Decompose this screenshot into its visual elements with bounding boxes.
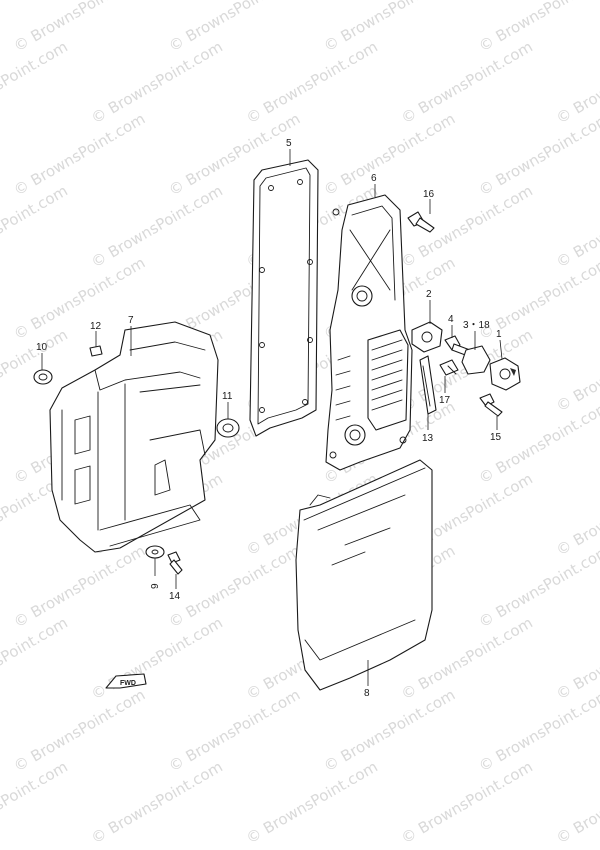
watermark-text: © BrownsPoint.com <box>0 182 71 272</box>
watermark-text: © BrownsPoint.com <box>0 758 71 848</box>
watermark-text: © BrownsPoint.com <box>398 182 536 272</box>
clip-part-13[interactable] <box>419 355 437 415</box>
watermark-text: © BrownsPoint.com <box>11 542 149 632</box>
callout-9: 9 <box>150 583 161 589</box>
watermark-text: © BrownsPoint.com <box>476 542 600 632</box>
bolt-part-17[interactable] <box>439 359 459 376</box>
callout-2: 2 <box>426 289 432 300</box>
screw-part-14[interactable] <box>167 551 183 575</box>
watermark-text: © BrownsPoint.com <box>476 110 600 200</box>
callout-4: 4 <box>448 314 454 325</box>
watermark-text: © BrownsPoint.com <box>553 470 600 560</box>
bolt-part-15[interactable] <box>479 393 503 417</box>
watermark-text: © BrownsPoint.com <box>88 182 226 272</box>
watermark-text: © BrownsPoint.com <box>11 686 149 776</box>
callout-16: 16 <box>423 189 435 200</box>
forward-arrow-icon: FWD <box>105 673 147 689</box>
watermark-text: © BrownsPoint.com <box>398 758 536 848</box>
washer-part-9[interactable] <box>145 545 165 559</box>
watermark-text: © BrownsPoint.com <box>243 758 381 848</box>
block-part-12[interactable] <box>89 345 103 357</box>
forward-arrow-label: FWD <box>120 680 136 687</box>
watermark-text: © BrownsPoint.com <box>553 614 600 704</box>
watermark-text: © BrownsPoint.com <box>166 0 304 55</box>
watermark-text: © BrownsPoint.com <box>553 182 600 272</box>
watermark-text: © BrownsPoint.com <box>88 614 226 704</box>
nut-part-1[interactable] <box>489 357 521 391</box>
watermark-text: © BrownsPoint.com <box>11 110 149 200</box>
callout-3-18: 3・18 <box>463 320 490 331</box>
cover-part-6[interactable] <box>325 194 413 471</box>
callout-15: 15 <box>490 432 502 443</box>
watermark-text: © BrownsPoint.com <box>553 758 600 848</box>
holder-part-7[interactable] <box>49 321 219 553</box>
callout-17: 17 <box>439 395 451 406</box>
gasket-part-5[interactable] <box>249 159 319 437</box>
watermark-text: © BrownsPoint.com <box>321 686 459 776</box>
cover-part-8[interactable] <box>295 459 433 691</box>
watermark-text: © BrownsPoint.com <box>553 326 600 416</box>
callout-labels: 5 6 16 2 4 3・18 1 7 12 10 11 17 13 15 9 … <box>36 138 502 699</box>
callout-1: 1 <box>496 329 502 340</box>
leader-lines <box>41 149 503 686</box>
grommet-part-11[interactable] <box>216 418 240 438</box>
watermark-text: © BrownsPoint.com <box>476 254 600 344</box>
gasket-part-2[interactable] <box>411 321 443 353</box>
callout-5: 5 <box>286 138 292 149</box>
callout-13: 13 <box>422 433 434 444</box>
watermark-text: © BrownsPoint.com <box>476 0 600 55</box>
watermark-text: © BrownsPoint.com <box>88 38 226 128</box>
callout-14: 14 <box>169 591 181 602</box>
watermark-text: © BrownsPoint.com <box>0 38 71 128</box>
watermark-text: © BrownsPoint.com <box>11 0 149 55</box>
bolt-part-16[interactable] <box>407 211 435 233</box>
callout-8: 8 <box>364 688 370 699</box>
watermark-text: © BrownsPoint.com <box>321 0 459 55</box>
watermark-text: © BrownsPoint.com <box>243 38 381 128</box>
watermark-text: © BrownsPoint.com <box>0 614 71 704</box>
watermark-text: © BrownsPoint.com <box>88 758 226 848</box>
callout-7: 7 <box>128 315 134 326</box>
callout-6: 6 <box>371 173 377 184</box>
watermark-text: © BrownsPoint.com <box>398 38 536 128</box>
watermark-text: © BrownsPoint.com <box>166 686 304 776</box>
mount-part-3-18[interactable] <box>461 345 491 375</box>
callout-11: 11 <box>222 391 233 402</box>
watermark-text: © BrownsPoint.com <box>553 38 600 128</box>
callout-12: 12 <box>90 321 102 332</box>
grommet-part-10[interactable] <box>33 369 53 385</box>
watermark-text: © BrownsPoint.com <box>166 542 304 632</box>
watermark-text: © BrownsPoint.com <box>321 110 459 200</box>
callout-10: 10 <box>36 342 48 353</box>
watermark-text: © BrownsPoint.com <box>476 686 600 776</box>
